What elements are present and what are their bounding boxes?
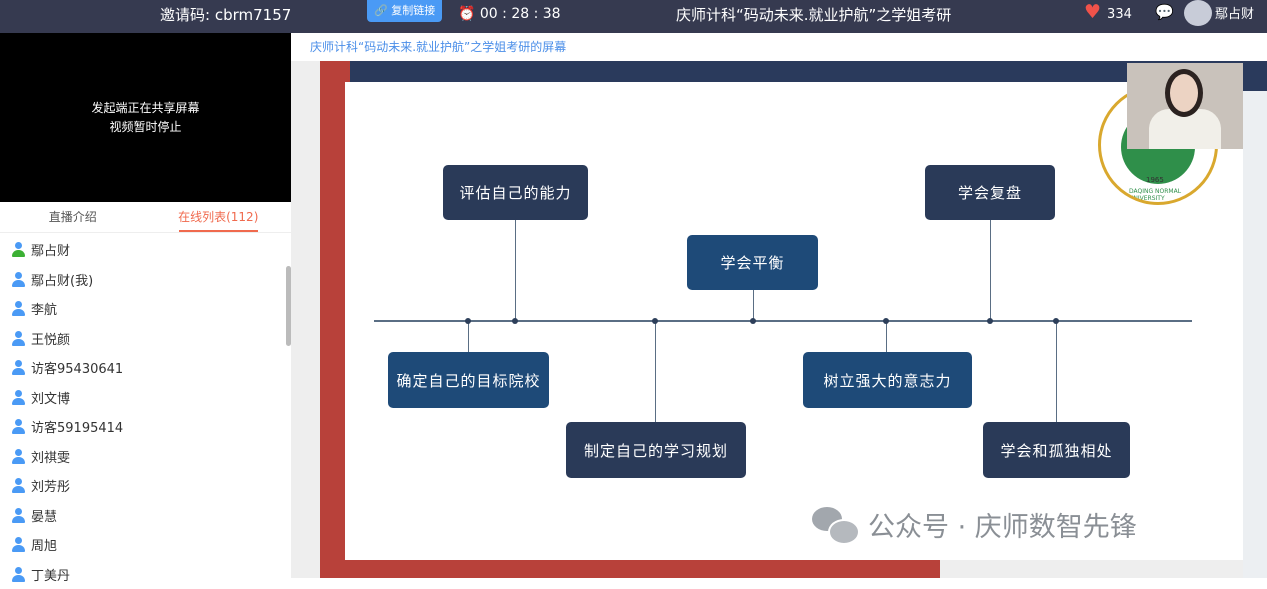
timeline-axis xyxy=(374,320,1192,322)
list-item[interactable]: 李航 xyxy=(0,294,291,324)
live-title: 庆师计科“码动未来.就业护航”之学姐考研 xyxy=(676,3,951,27)
user-name: 鄢占财 xyxy=(1215,3,1254,27)
user-name: 刘芳彤 xyxy=(31,476,70,495)
user-name: 刘祺雯 xyxy=(31,447,70,466)
alarm-clock-icon: ⏰ xyxy=(458,6,475,22)
share-title: 庆师计科“码动未来.就业护航”之学姐考研的屏幕 xyxy=(291,33,1267,61)
user-name: 鄢占财 xyxy=(31,240,70,259)
timeline-dot xyxy=(987,318,993,324)
connector xyxy=(655,321,656,422)
timeline-dot xyxy=(883,318,889,324)
timeline-dot xyxy=(652,318,658,324)
video-area: 发起端正在共享屏幕 视频暂时停止 xyxy=(0,33,291,202)
heart-icon: ♥ xyxy=(1084,1,1101,23)
list-item[interactable]: 刘祺雯 xyxy=(0,442,291,472)
milestone-box: 树立强大的意志力 xyxy=(803,352,972,408)
user-list: 鄢占财鄢占财(我) 李航王悦颜访客95430641 刘文博访客59195414 刘祺雯… xyxy=(0,233,291,589)
timeline-dot xyxy=(750,318,756,324)
timeline-dot xyxy=(1053,318,1059,324)
milestone-box: 确定自己的目标院校 xyxy=(388,352,549,408)
list-item[interactable]: 访客95430641 xyxy=(0,353,291,383)
user-name: 访客95430641 xyxy=(31,358,123,377)
copy-link-button[interactable]: 🔗 复制链接 xyxy=(367,0,442,22)
milestone-box: 制定自己的学习规划 xyxy=(566,422,746,478)
timeline-dot xyxy=(512,318,518,324)
milestone-box: 学会和孤独相处 xyxy=(983,422,1130,478)
likes[interactable]: ♥ 334 xyxy=(1084,0,1132,27)
user-icon xyxy=(11,537,25,552)
user-name: 晏慧 xyxy=(31,506,57,525)
avatar[interactable] xyxy=(1184,0,1212,26)
user-icon xyxy=(11,331,25,346)
left-panel: 发起端正在共享屏幕 视频暂时停止 直播介绍 在线列表(112) 鄢占财鄢占财(我… xyxy=(0,33,291,578)
list-item[interactable]: 鄢占财(我) xyxy=(0,265,291,295)
list-item[interactable]: 王悦颜 xyxy=(0,324,291,354)
list-item[interactable]: 访客59195414 xyxy=(0,412,291,442)
likes-count: 334 xyxy=(1107,7,1132,22)
connector xyxy=(753,290,754,321)
user-icon xyxy=(11,242,25,257)
top-bar: 邀请码: cbrm7157 🔗 复制链接 ⏰ 00 : 28 : 38 庆师计科… xyxy=(0,0,1267,33)
timer: ⏰ 00 : 28 : 38 xyxy=(458,2,561,26)
user-icon xyxy=(11,449,25,464)
logo-name: DAQING NORMAL UNIVERSITY xyxy=(1129,188,1215,202)
slide-bg-right xyxy=(1243,91,1267,578)
wechat-icon xyxy=(812,507,858,543)
chat-icon[interactable]: 💬 xyxy=(1155,0,1174,24)
connector xyxy=(990,220,991,321)
webcam-person-face xyxy=(1165,69,1203,117)
list-item[interactable]: 鄢占财 xyxy=(0,235,291,265)
user-name: 访客59195414 xyxy=(31,417,123,436)
user-name: 丁美丹 xyxy=(31,565,70,584)
connector xyxy=(515,220,516,321)
list-item[interactable]: 晏慧 xyxy=(0,501,291,531)
tabs: 直播介绍 在线列表(112) xyxy=(0,202,291,233)
user-name: 李航 xyxy=(31,299,57,318)
user-icon xyxy=(11,390,25,405)
watermark: 公众号 · 庆师数智先锋 xyxy=(812,505,1137,544)
milestone-box: 评估自己的能力 xyxy=(443,165,588,220)
timeline-dot xyxy=(465,318,471,324)
tab-online-list[interactable]: 在线列表(112) xyxy=(146,202,292,232)
user-name: 周旭 xyxy=(31,535,57,554)
list-item[interactable]: 刘文博 xyxy=(0,383,291,413)
user-name: 鄢占财(我) xyxy=(31,270,93,289)
milestone-box: 学会复盘 xyxy=(925,165,1055,220)
user-icon xyxy=(11,478,25,493)
user-icon xyxy=(11,567,25,582)
milestone-box: 学会平衡 xyxy=(687,235,818,290)
connector xyxy=(1056,321,1057,422)
user-icon xyxy=(11,301,25,316)
list-item[interactable]: 周旭 xyxy=(0,530,291,560)
user-icon xyxy=(11,272,25,287)
copy-link-label: 复制链接 xyxy=(391,4,435,17)
list-item[interactable]: 刘芳彤 xyxy=(0,471,291,501)
watermark-text: 公众号 · 庆师数智先锋 xyxy=(868,505,1137,544)
connector xyxy=(468,321,469,352)
invite-code: 邀请码: cbrm7157 xyxy=(160,3,291,27)
list-item[interactable]: 丁美丹 xyxy=(0,560,291,589)
connector xyxy=(886,321,887,352)
video-status-1: 发起端正在共享屏幕 xyxy=(0,99,291,118)
tab-intro[interactable]: 直播介绍 xyxy=(0,202,146,232)
user-icon xyxy=(11,508,25,523)
user-name: 刘文博 xyxy=(31,388,70,407)
user-icon xyxy=(11,419,25,434)
webcam-thumbnail xyxy=(1127,63,1243,149)
user-icon xyxy=(11,360,25,375)
logo-year: 1965 xyxy=(1146,176,1164,184)
video-status-2: 视频暂时停止 xyxy=(0,118,291,137)
user-name: 王悦颜 xyxy=(31,329,70,348)
timer-value: 00 : 28 : 38 xyxy=(480,6,561,22)
slide-bg-bottom xyxy=(320,558,940,578)
